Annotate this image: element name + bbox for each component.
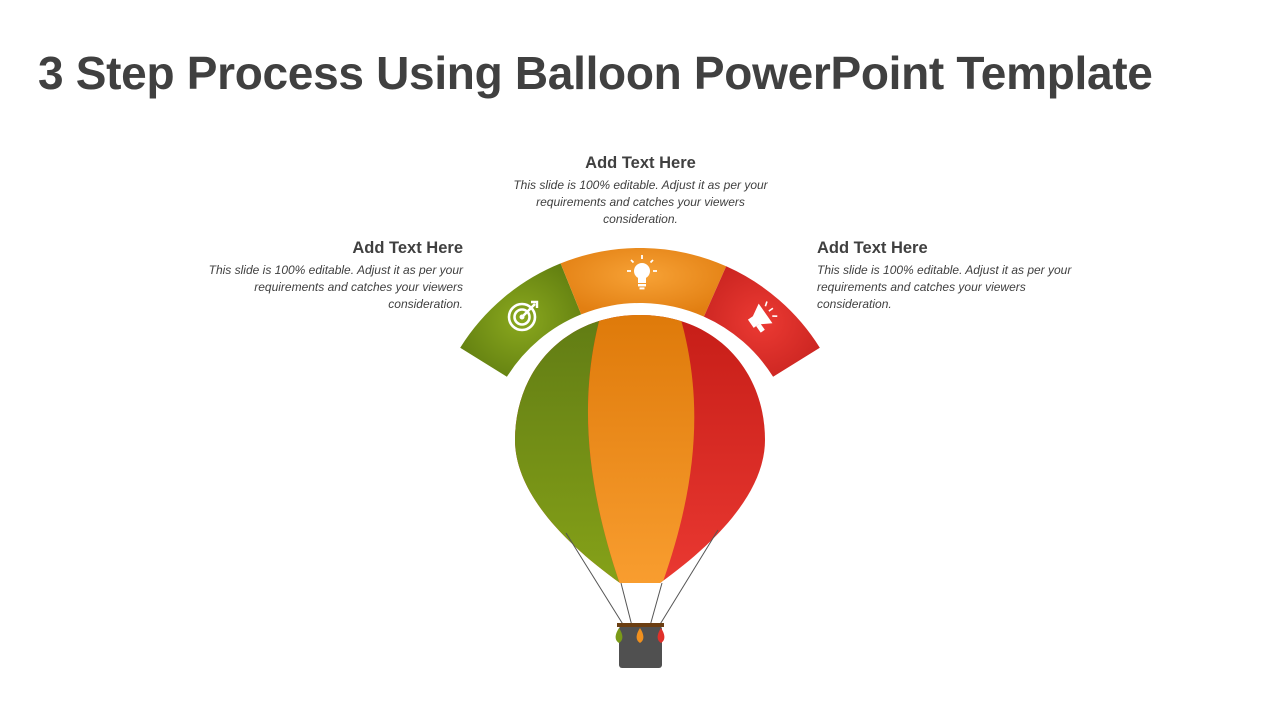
- step-right-heading: Add Text Here: [817, 239, 928, 257]
- step-left-heading: Add Text Here: [352, 239, 463, 257]
- step-top-heading: Add Text Here: [585, 154, 696, 172]
- step-left-text: Add Text Here This slide is 100% editabl…: [198, 239, 463, 313]
- step-right-text: Add Text Here This slide is 100% editabl…: [817, 239, 1082, 313]
- step-top-text: Add Text Here This slide is 100% editabl…: [508, 154, 773, 228]
- lightbulb-icon: [627, 255, 657, 290]
- step-left-arc: [460, 263, 582, 377]
- step-left-body: This slide is 100% editable. Adjust it a…: [208, 263, 463, 311]
- balloon-basket: [615, 623, 665, 668]
- step-right-body: This slide is 100% editable. Adjust it a…: [817, 263, 1072, 311]
- megaphone-icon: [747, 301, 778, 333]
- balloon-ropes: [565, 529, 719, 627]
- slide-title: 3 Step Process Using Balloon PowerPoint …: [38, 47, 1153, 99]
- target-icon: [507, 300, 539, 332]
- step-top-body: This slide is 100% editable. Adjust it a…: [513, 178, 768, 226]
